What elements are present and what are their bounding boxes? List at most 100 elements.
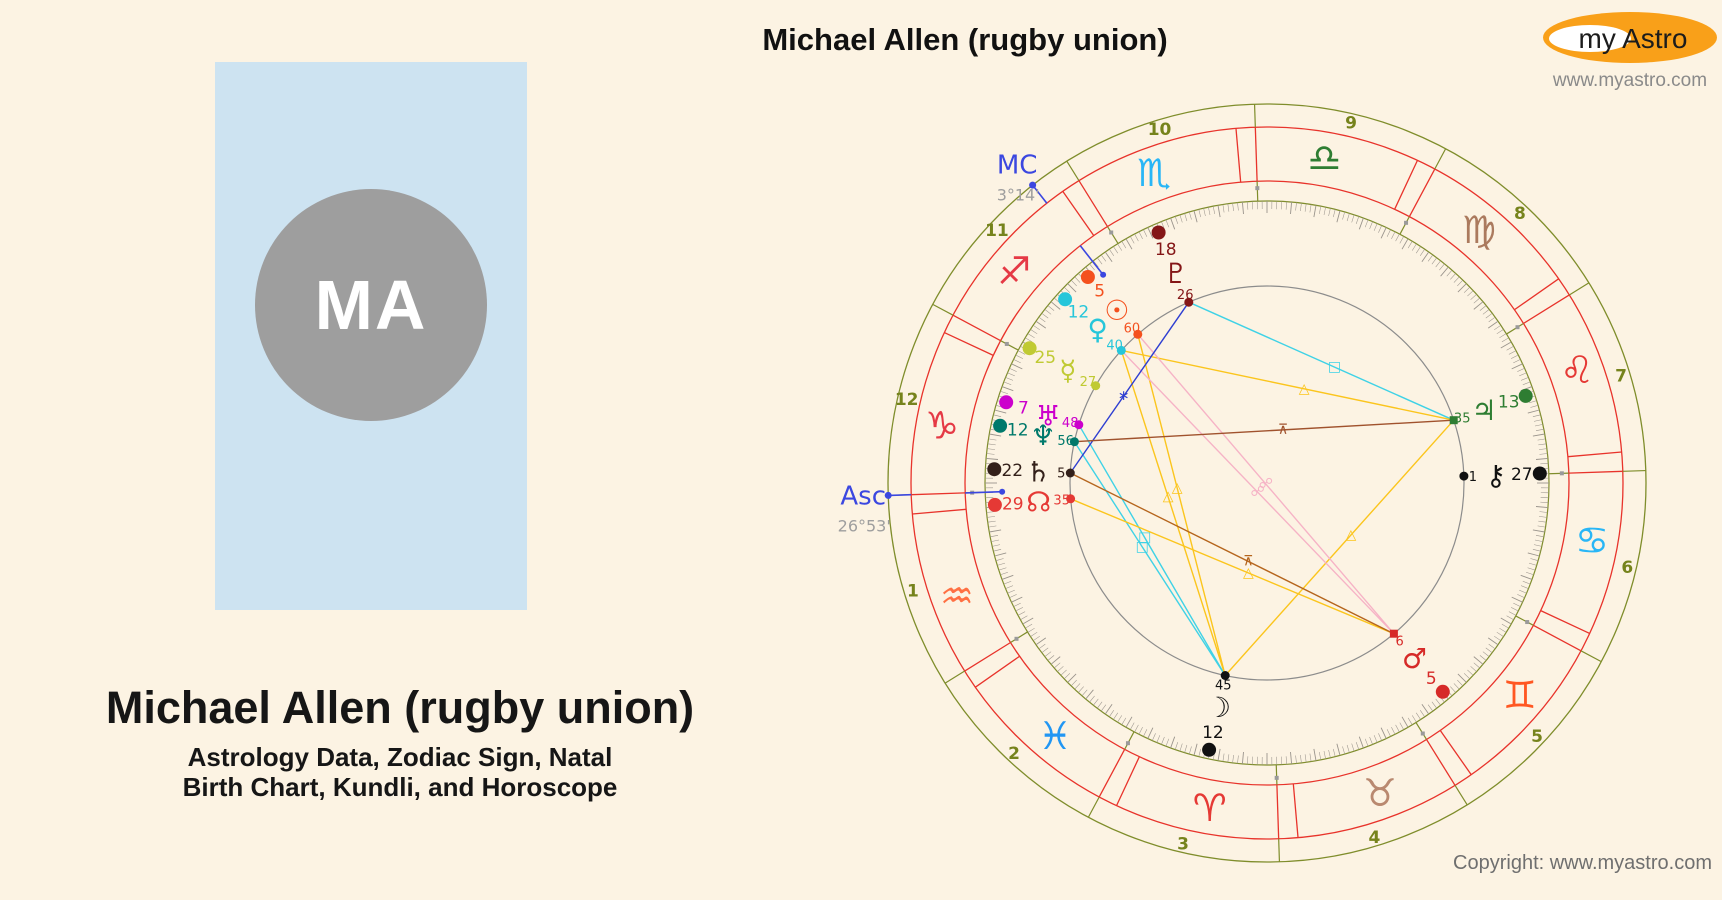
planet-neptune-minute: 56: [1057, 434, 1074, 449]
sign-libra: ♎: [1307, 136, 1341, 180]
mc-degree-text: 3°14': [997, 186, 1040, 205]
asc-label: Asc: [840, 481, 886, 511]
planet-saturn-aspect-dot: [1065, 468, 1075, 478]
aspect-symbol-trine: △: [1243, 565, 1254, 581]
myastro-logo: [1543, 12, 1717, 63]
planet-neptune-ring-dot: [993, 418, 1008, 433]
planet-uranus-glyph: ♅: [1036, 399, 1061, 432]
planet-saturn-glyph: ♄: [1026, 455, 1051, 488]
aspect-quincunx: [1074, 419, 1454, 443]
planets: 18♇265☉6012♀4025☿277♅4812♆5622♄529☊3512☽…: [987, 225, 1547, 757]
planet-saturn-degree: 22: [1001, 461, 1023, 481]
planet-uranus-degree: 7: [1018, 399, 1029, 419]
planet-pluto-glyph: ♇: [1164, 257, 1189, 290]
house-number-5: 5: [1531, 727, 1543, 747]
aspect-symbol-square: □: [1138, 530, 1151, 546]
planet-venus-glyph: ♀: [1087, 313, 1108, 346]
house-number-6: 6: [1621, 558, 1633, 578]
aspect-symbol-square: □: [1136, 539, 1149, 555]
asc-degree-text: 26°53': [838, 516, 891, 535]
aspect-trine: [1224, 419, 1455, 676]
aspect-symbol-sextile: ∗: [1118, 388, 1130, 404]
aspect-trine: [1121, 349, 1454, 421]
page-title: Michael Allen (rugby union): [105, 682, 695, 733]
aspect-symbol-trine: △: [1172, 480, 1183, 496]
avatar: MA: [255, 189, 487, 421]
aspect-trine: [1137, 334, 1226, 676]
aspect-symbol-trine: △: [1346, 527, 1357, 543]
mc-axis: MC 3°14': [997, 151, 1107, 278]
planet-pluto-aspect-dot: [1184, 297, 1194, 307]
aspect-trine: [1070, 498, 1395, 635]
planet-venus-degree: 12: [1068, 302, 1090, 322]
planet-neptune-glyph: ♆: [1031, 419, 1056, 452]
planet-moon-degree: 12: [1202, 723, 1224, 743]
planet-neptune-aspect-dot: [1069, 437, 1079, 447]
aspect-trine: [1120, 350, 1226, 676]
planet-sun-aspect-dot: [1133, 329, 1143, 339]
planet-chiron-minute: 1: [1469, 470, 1477, 485]
mc-label: MC: [997, 151, 1038, 181]
planet-jupiter-aspect-dot: [1449, 416, 1458, 425]
planet-node-ring-dot: [987, 497, 1002, 512]
sign-cancer: ♋: [1575, 518, 1609, 562]
sign-aquarius: ♒: [940, 574, 974, 618]
planet-mars-minute: 6: [1396, 635, 1404, 650]
profile-photo-placeholder: MA: [215, 62, 527, 610]
avatar-initials: MA: [314, 266, 428, 344]
aspect-square: [1073, 441, 1226, 676]
planet-jupiter-degree: 13: [1498, 393, 1520, 413]
planet-node-degree: 29: [1002, 495, 1024, 515]
page-subtitle-line2: Birth Chart, Kundli, and Horoscope: [182, 772, 618, 802]
house-number-11: 11: [985, 221, 1009, 241]
planet-node-aspect-dot: [1066, 494, 1076, 504]
house-number-1: 1: [907, 581, 919, 601]
logo-text: my Astro: [1578, 23, 1688, 54]
planet-sun-glyph: ☉: [1104, 294, 1129, 327]
planet-uranus-ring-dot: [999, 395, 1014, 410]
chart-title: Michael Allen (rugby union): [762, 22, 1168, 57]
sign-capricorn: ♑: [925, 404, 959, 448]
aspect-square: [1188, 301, 1454, 421]
sign-boundaries: [912, 128, 1622, 838]
planet-sun-ring-dot: [1080, 270, 1095, 284]
planet-mars-ring-dot: [1435, 684, 1450, 699]
sign-aries: ♈: [1193, 786, 1227, 830]
planet-chiron-glyph: ⚷: [1486, 459, 1507, 492]
planet-node-minute: 35: [1053, 494, 1070, 509]
planet-pluto-degree: 18: [1155, 240, 1177, 260]
planet-moon-aspect-dot: [1220, 671, 1230, 680]
planet-node-glyph: ☊: [1026, 485, 1051, 518]
planet-sun-degree: 5: [1094, 282, 1105, 302]
planet-moon-glyph: ☽: [1206, 691, 1231, 724]
planet-jupiter-minute: 35: [1454, 411, 1471, 426]
house-number-10: 10: [1148, 120, 1172, 140]
planet-venus-minute: 40: [1106, 338, 1123, 353]
planet-mercury-minute: 27: [1080, 375, 1097, 390]
planet-mercury-glyph: ☿: [1059, 354, 1076, 387]
house-number-9: 9: [1345, 114, 1357, 134]
aspect-sextile: [1069, 301, 1190, 474]
planet-jupiter-glyph: ♃: [1471, 394, 1496, 427]
aspect-symbol-trine: △: [1163, 489, 1174, 505]
planet-venus-aspect-dot: [1116, 345, 1126, 355]
planet-neptune-degree: 12: [1007, 421, 1029, 441]
planet-saturn-ring-dot: [987, 462, 1002, 477]
aspect-square: [1078, 424, 1226, 676]
planet-chiron-degree: 27: [1511, 465, 1533, 485]
sign-sagittarius: ♐: [997, 249, 1031, 293]
house-number-8: 8: [1514, 204, 1526, 224]
house-number-12: 12: [895, 390, 919, 410]
logo-website: www.myastro.com: [1552, 70, 1708, 91]
planet-saturn-minute: 5: [1057, 467, 1065, 482]
aspect-symbol-opposition: ☍: [1251, 484, 1265, 500]
planet-moon-minute: 45: [1215, 678, 1232, 693]
planet-pluto-ring-dot: [1151, 225, 1166, 240]
planet-uranus-minute: 48: [1062, 416, 1079, 431]
house-cusps: [888, 104, 1646, 862]
house-number-2: 2: [1008, 744, 1020, 764]
house-number-4: 4: [1369, 828, 1381, 848]
house-number-3: 3: [1177, 834, 1189, 854]
zodiac-signs: ♌♍♎♏♐♑♒♓♈♉♊♋: [925, 136, 1609, 830]
